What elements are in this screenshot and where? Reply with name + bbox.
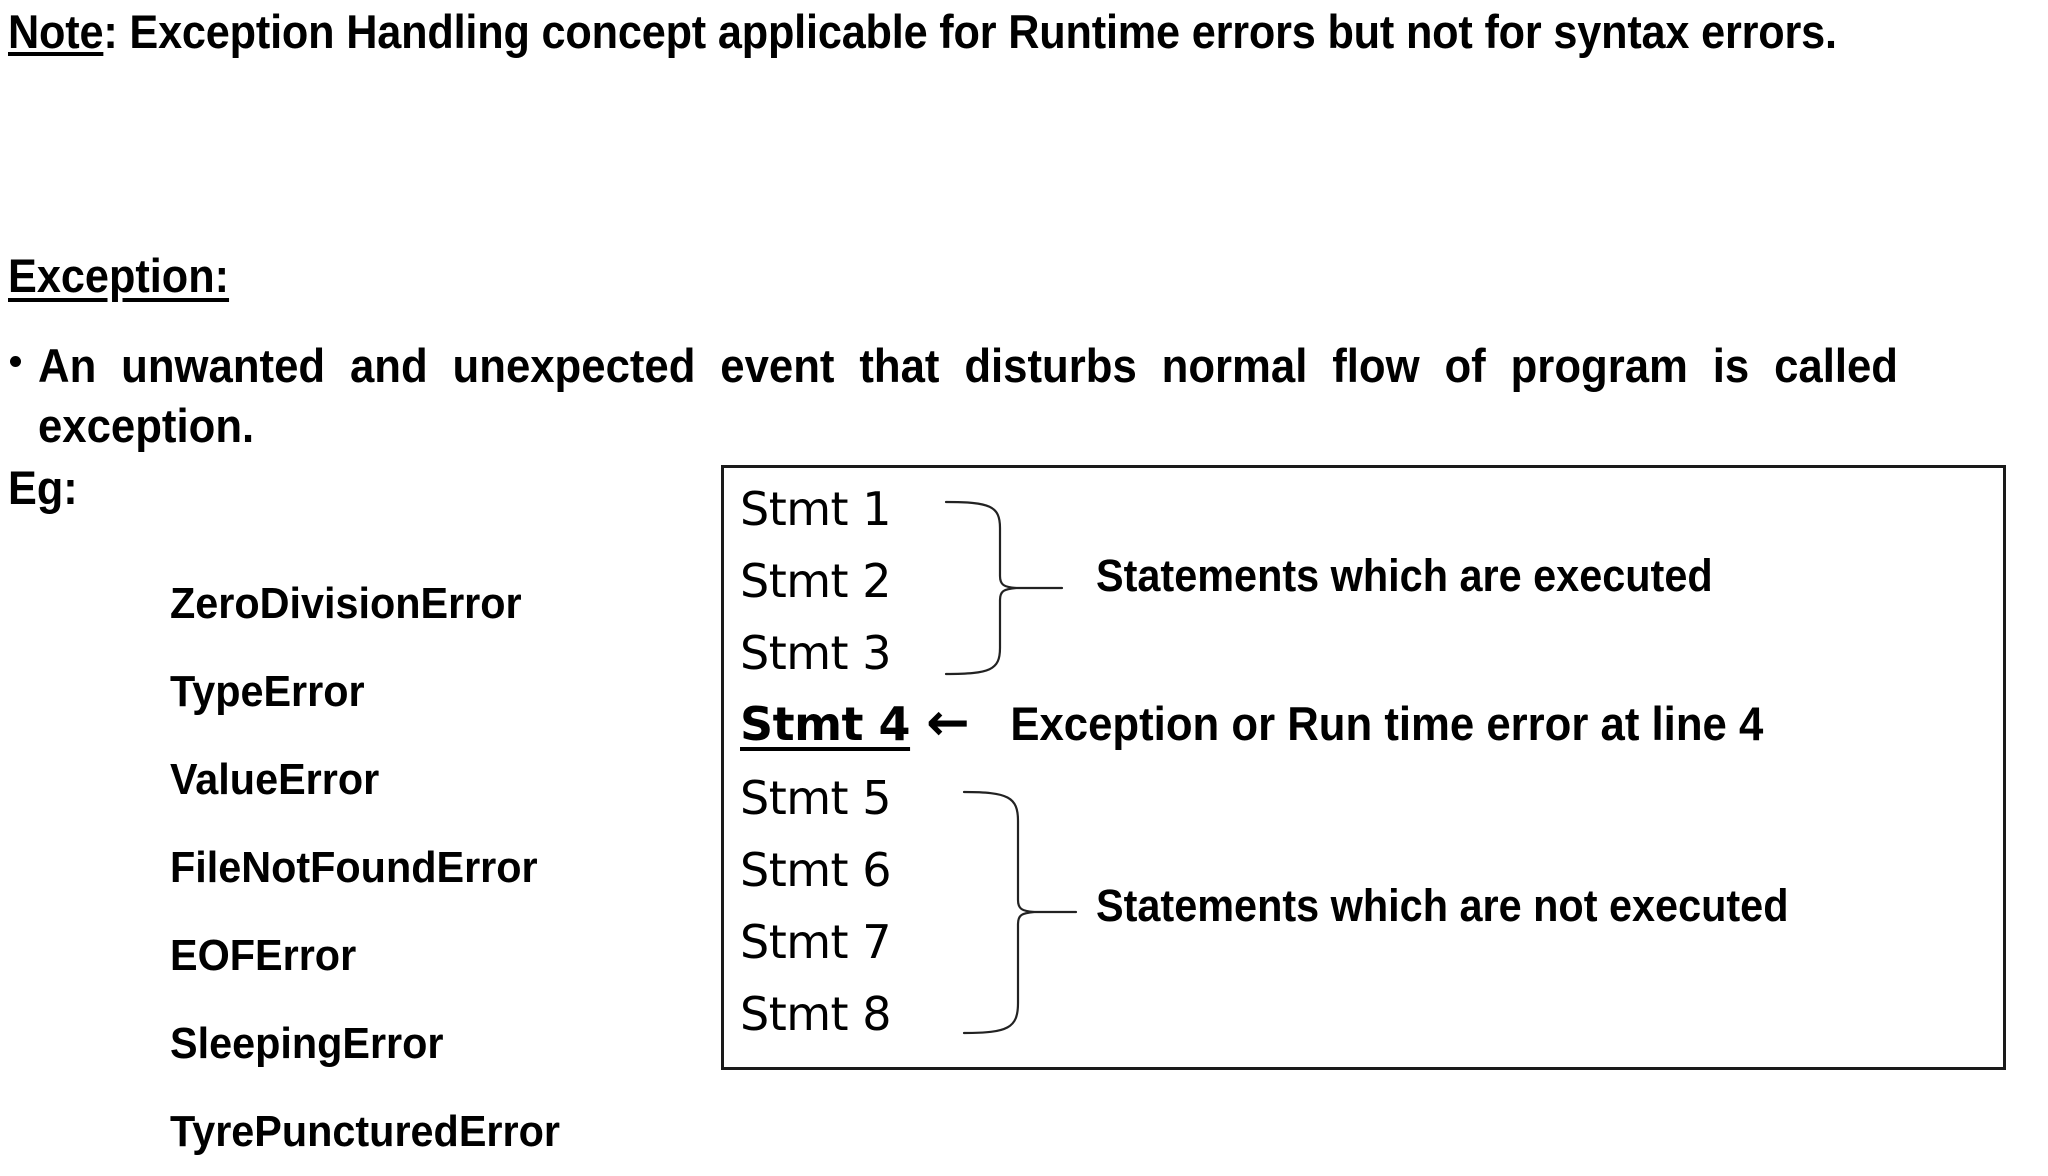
- note-label: Note: [8, 5, 104, 58]
- list-item: ZeroDivisionError: [170, 579, 522, 628]
- statement-line-6: Stmt 6: [740, 843, 891, 897]
- left-arrow-icon: ←: [926, 693, 970, 753]
- statement-line-4: Stmt 4: [740, 697, 911, 751]
- statement-line-2: Stmt 2: [740, 554, 891, 608]
- exception-heading: Exception:: [8, 249, 230, 302]
- statement-line-8: Stmt 8: [740, 987, 891, 1041]
- note-text: : Exception Handling concept applicable …: [103, 5, 1837, 58]
- statement-flow-diagram: Stmt 1 Stmt 2 Stmt 3 Stmt 4 ← Exception …: [721, 465, 2006, 1070]
- curly-brace-not-executed-icon: [962, 790, 1078, 1035]
- statement-line-1: Stmt 1: [740, 482, 891, 536]
- curly-brace-executed-icon: [944, 500, 1064, 676]
- statement-line-7: Stmt 7: [740, 915, 891, 969]
- statement-line-3: Stmt 3: [740, 626, 891, 680]
- statement-line-5: Stmt 5: [740, 771, 891, 825]
- exception-definition-text: An unwanted and unexpected event that di…: [38, 339, 1898, 452]
- note-paragraph: Note: Exception Handling concept applica…: [8, 2, 1879, 62]
- exception-examples-list: ZeroDivisionError TypeError ValueError F…: [170, 560, 585, 1176]
- bullet-dot-icon: [10, 356, 21, 367]
- list-item: TypeError: [170, 667, 365, 716]
- statement-line-4-row: Stmt 4 ← Exception or Run time error at …: [740, 696, 1791, 751]
- list-item: TyrePuncturedError: [170, 1107, 560, 1156]
- exception-annotation: Exception or Run time error at line 4: [1009, 697, 1763, 750]
- caption-statements-executed: Statements which are executed: [1096, 550, 1713, 601]
- caption-statements-not-executed: Statements which are not executed: [1096, 880, 1789, 931]
- eg-label: Eg:: [8, 461, 78, 514]
- list-item: SleepingError: [170, 1019, 444, 1068]
- list-item: ValueError: [170, 755, 380, 804]
- list-item: EOFError: [170, 931, 357, 980]
- list-item: FileNotFoundError: [170, 843, 538, 892]
